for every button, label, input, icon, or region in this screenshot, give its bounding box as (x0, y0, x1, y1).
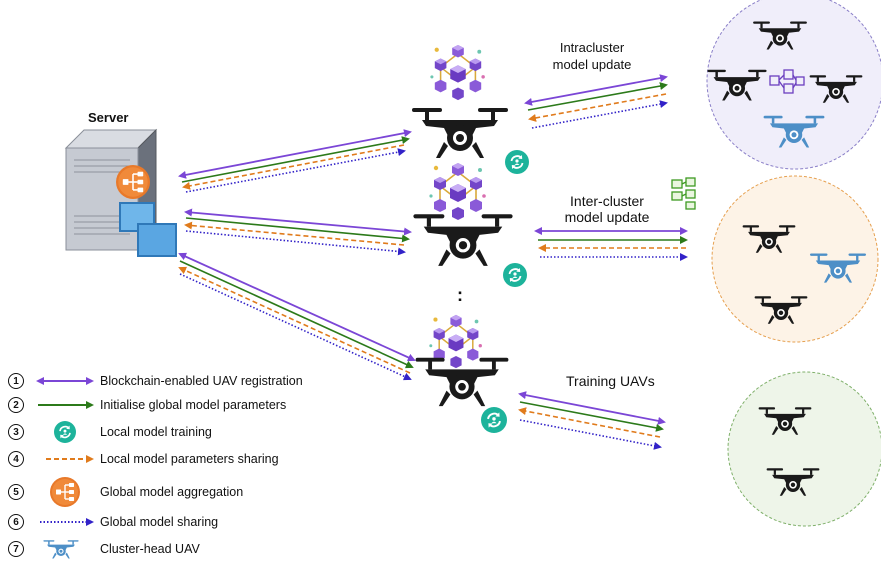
uav-top (412, 108, 508, 158)
intracluster-label: Intracluster model update (547, 40, 637, 72)
legend-item-cluster-head: 7 Cluster-head UAV (8, 537, 200, 561)
legend-label: Cluster-head UAV (100, 542, 200, 556)
legend-item-local-training: 3 Local model training (8, 421, 212, 443)
legend-label: Local model parameters sharing (100, 452, 279, 466)
vertical-ellipsis: : (457, 285, 463, 305)
aggregation-badge-icon (116, 165, 150, 199)
legend-number: 5 (8, 484, 24, 500)
uav-to-cluster-2-arrows (534, 227, 688, 261)
legend-number: 7 (8, 541, 24, 557)
legend-number: 4 (8, 451, 24, 467)
uav-bottom (415, 357, 509, 407)
uav-mid (413, 214, 513, 266)
dashed-arrow-orange-icon (46, 455, 94, 463)
legend-number: 3 (8, 424, 24, 440)
cluster-head-drone-icon (43, 540, 79, 559)
legend-number: 6 (8, 514, 24, 530)
training-uavs-label: Training UAVs (566, 373, 655, 389)
intercluster-label-line1: Inter-cluster (570, 193, 644, 209)
intercluster-label-line2: model update (564, 209, 650, 225)
blockchain-mid-icon (428, 162, 487, 221)
arrow-green-icon (38, 401, 94, 409)
intercluster-ledger-icon (671, 177, 696, 210)
legend-label: Global model sharing (100, 515, 219, 529)
server-to-uav-top-arrows (178, 129, 412, 193)
sync-teal-icon (54, 421, 76, 443)
aggregation-orange-icon (50, 477, 80, 507)
double-arrow-purple-icon (36, 377, 94, 385)
intracluster-label-line1: Intracluster (559, 40, 625, 55)
sync-mid-icon (503, 263, 527, 287)
uav-to-cluster-3-arrows (518, 391, 666, 450)
uav-to-cluster-1-arrows (524, 74, 668, 129)
legend-item-aggregation: 5 Global model aggregation (8, 477, 243, 507)
cluster-3-circle (727, 371, 881, 527)
server-title: Server (88, 110, 129, 125)
intracluster-label-line2: model update (552, 57, 632, 72)
intercluster-label: Inter-cluster model update (557, 193, 657, 225)
legend-item-initialise: 2 Initialise global model parameters (8, 394, 286, 416)
legend-label: Initialise global model parameters (100, 398, 287, 412)
legend-item-registration: 1 Blockchain-enabled UAV registration (8, 370, 303, 392)
sync-bottom-icon (481, 407, 507, 433)
legend-label: Global model aggregation (100, 485, 244, 499)
server-to-uav-bottom-arrows (178, 252, 416, 381)
legend-label: Local model training (100, 425, 212, 439)
dotted-arrow-blue-icon (40, 518, 94, 526)
legend-label: Blockchain-enabled UAV registration (100, 374, 303, 388)
cluster-1-circle (706, 0, 881, 170)
legend-item-local-sharing: 4 Local model parameters sharing (8, 448, 279, 470)
cluster-2-circle (711, 175, 879, 343)
legend-number: 2 (8, 397, 24, 413)
server-to-uav-mid-arrows (184, 208, 412, 256)
legend-number: 1 (8, 373, 24, 389)
legend-item-global-sharing: 6 Global model sharing (8, 511, 218, 533)
blockchain-top-icon (429, 44, 486, 101)
cluster-1-blockchain-icon (769, 69, 805, 94)
sync-top-icon (505, 150, 529, 174)
